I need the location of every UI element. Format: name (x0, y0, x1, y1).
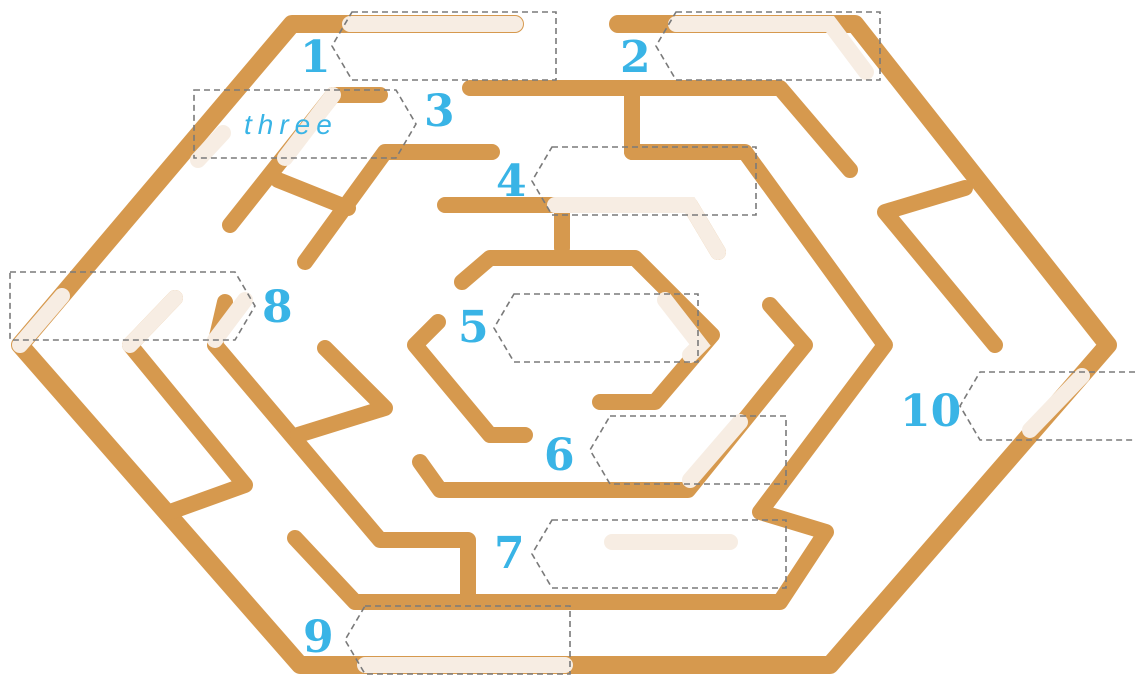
label-2: 2 (620, 32, 651, 83)
highlight-stroke-8 (20, 296, 62, 345)
answer-text-3: three (244, 109, 338, 140)
highlight-stroke-4 (555, 205, 718, 252)
label-3: 3 (424, 86, 455, 137)
maze-wall-ring3-left (215, 302, 468, 602)
highlight-stroke-6 (690, 422, 740, 480)
label-7: 7 (494, 528, 525, 579)
answer-texts: three (244, 109, 338, 140)
label-9: 9 (303, 612, 334, 663)
label-6: 6 (544, 430, 575, 481)
maze-wall-ring2-right (885, 188, 995, 345)
label-10: 10 (900, 386, 961, 437)
highlight-stroke-10 (1030, 376, 1082, 430)
label-8: 8 (262, 282, 293, 333)
maze-wall-inner-top (462, 258, 712, 402)
maze-wall-wedge (298, 348, 385, 435)
label-1: 1 (300, 32, 331, 83)
highlight-stroke-2 (676, 24, 866, 72)
answer-box-7[interactable] (532, 520, 786, 588)
answer-boxes (10, 12, 1135, 674)
maze-walls (20, 24, 1108, 665)
label-4: 4 (496, 156, 527, 207)
highlight-stroke-8b (130, 298, 175, 345)
number-labels: 1 2 3 4 5 6 7 8 9 10 (262, 32, 961, 663)
maze-wall-outer (20, 24, 1108, 665)
label-5: 5 (458, 302, 489, 353)
